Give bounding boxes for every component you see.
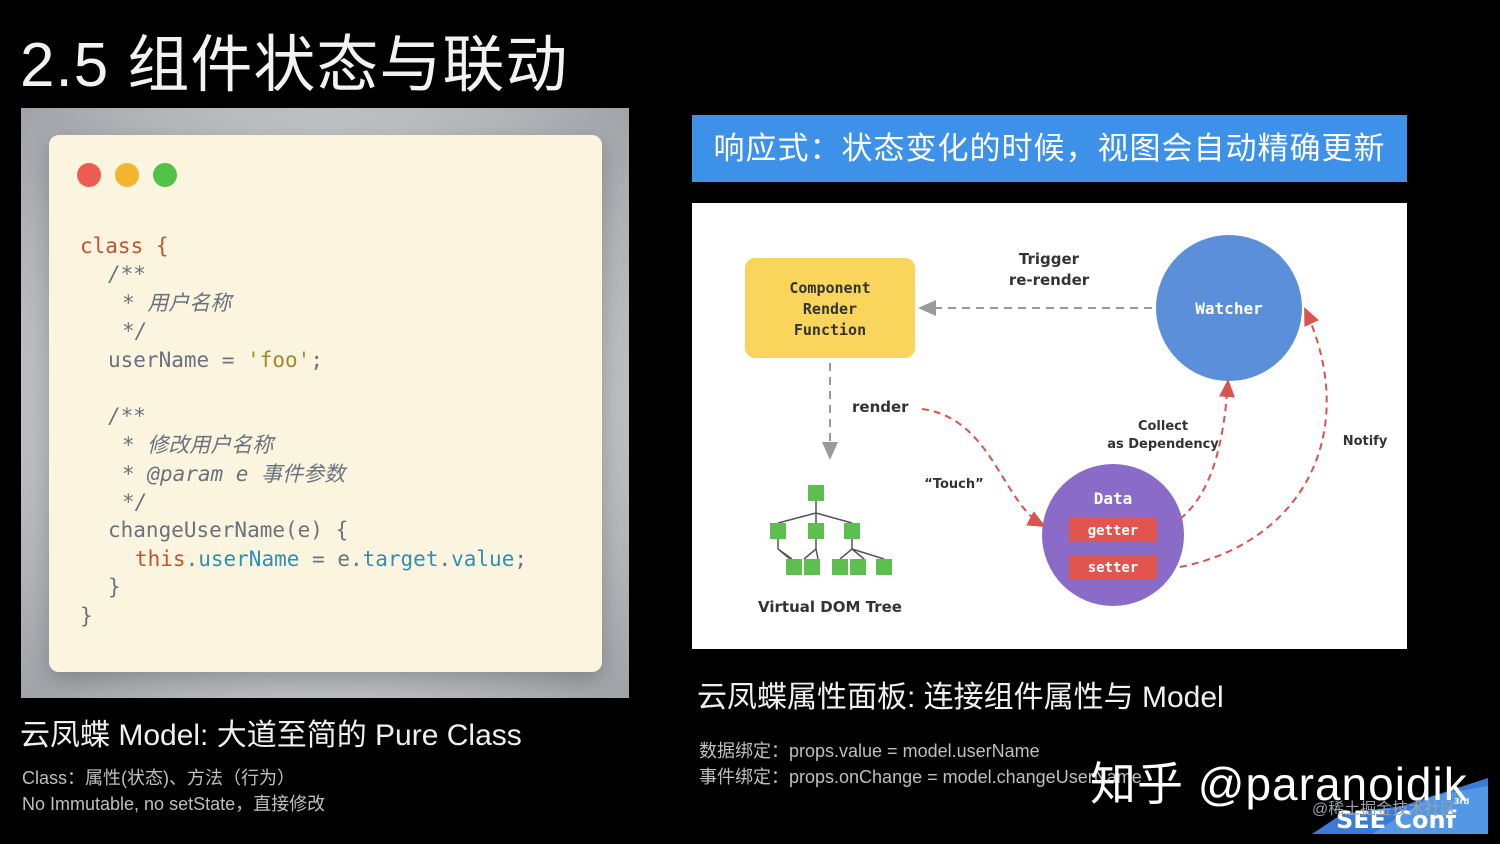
code-line: this.userName = e.target.value; <box>135 545 527 573</box>
seeconf-logo-sup: 3rd <box>1454 797 1470 806</box>
code-token: this <box>135 547 186 571</box>
notify-label: Notify <box>1343 434 1388 449</box>
left-note: No Immutable, no setState，直接修改 <box>22 794 326 814</box>
code-window <box>49 135 602 672</box>
code-token: userName <box>108 348 210 372</box>
collect-label: Collect <box>1138 419 1188 434</box>
getter-label: getter <box>1088 523 1139 539</box>
render-label: render <box>852 398 909 416</box>
code-line: */ <box>122 490 148 514</box>
seeconf-logo-text: SEE Conf <box>1336 806 1457 834</box>
code-line: changeUserName(e) { <box>108 518 349 542</box>
reactivity-diagram-svg: Component Render Function Watcher Trigge… <box>745 235 1388 616</box>
touch-arrow <box>921 408 1046 527</box>
code-line: class { <box>80 234 169 258</box>
window-close-dot-icon <box>77 163 101 187</box>
banner-text: 响应式：状态变化的时候，视图会自动精确更新 <box>713 131 1386 166</box>
right-note: 数据绑定：props.value = model.userName <box>699 741 1040 761</box>
data-label: Data <box>1094 489 1133 508</box>
code-token: ; <box>310 348 323 372</box>
window-maximize-dot-icon <box>153 163 177 187</box>
component-label: Component <box>789 279 870 297</box>
code-token: value <box>451 547 515 571</box>
collect-label: as Dependency <box>1107 437 1219 452</box>
setter-label: setter <box>1088 560 1139 576</box>
code-line: } <box>80 604 93 628</box>
juejin-watermark: @稀土掘金技术社区 <box>1312 801 1457 818</box>
component-render-box <box>745 258 915 358</box>
code-line: /** <box>108 262 146 286</box>
setter-box <box>1069 555 1157 579</box>
trigger-label: Trigger <box>1019 250 1080 268</box>
trigger-label: re-render <box>1009 271 1090 289</box>
vdom-label: Virtual DOM Tree <box>758 598 902 616</box>
window-minimize-dot-icon <box>115 163 139 187</box>
code-line: * @param e 事件参数 <box>122 462 346 486</box>
zhihu-watermark: 知乎 @paranoidik <box>1090 758 1468 810</box>
code-token: 'foo' <box>247 348 311 372</box>
code-line: * 用户名称 <box>122 291 232 315</box>
code-line: */ <box>122 319 148 343</box>
banner <box>692 115 1407 182</box>
slide-title: 2.5 组件状态与联动 <box>20 31 569 100</box>
code-token: target <box>362 547 439 571</box>
code-token: = e. <box>299 547 363 571</box>
seeconf-logo: SEE Conf 3rd <box>1312 778 1488 834</box>
code-token: ; <box>514 547 527 571</box>
code-token: = <box>209 348 248 372</box>
code-line: * 修改用户名称 <box>122 433 274 457</box>
code-line: userName = 'foo'; <box>108 346 323 374</box>
watcher-label: Watcher <box>1195 299 1262 318</box>
left-heading: 云凤蝶 Model: 大道至简的 Pure Class <box>20 719 522 752</box>
left-note: Class：属性(状态)、方法（行为） <box>22 768 295 788</box>
code-token: . <box>438 547 452 571</box>
watcher-circle <box>1156 235 1302 381</box>
code-line: } <box>108 575 121 599</box>
component-label: Render <box>803 300 857 318</box>
right-note: 事件绑定：props.onChange = model.changeUserNa… <box>699 767 1142 787</box>
getter-box <box>1069 518 1157 542</box>
code-line: /** <box>108 404 146 428</box>
code-token: userName <box>198 547 300 571</box>
right-heading: 云凤蝶属性面板: 连接组件属性与 Model <box>697 681 1224 714</box>
vdom-tree-icon <box>770 485 892 575</box>
touch-label: “Touch” <box>924 477 983 492</box>
component-label: Function <box>794 321 866 339</box>
code-token: . <box>185 547 199 571</box>
reactivity-diagram: Component Render Function Watcher Trigge… <box>692 203 1407 649</box>
collect-arrow <box>1179 379 1235 520</box>
